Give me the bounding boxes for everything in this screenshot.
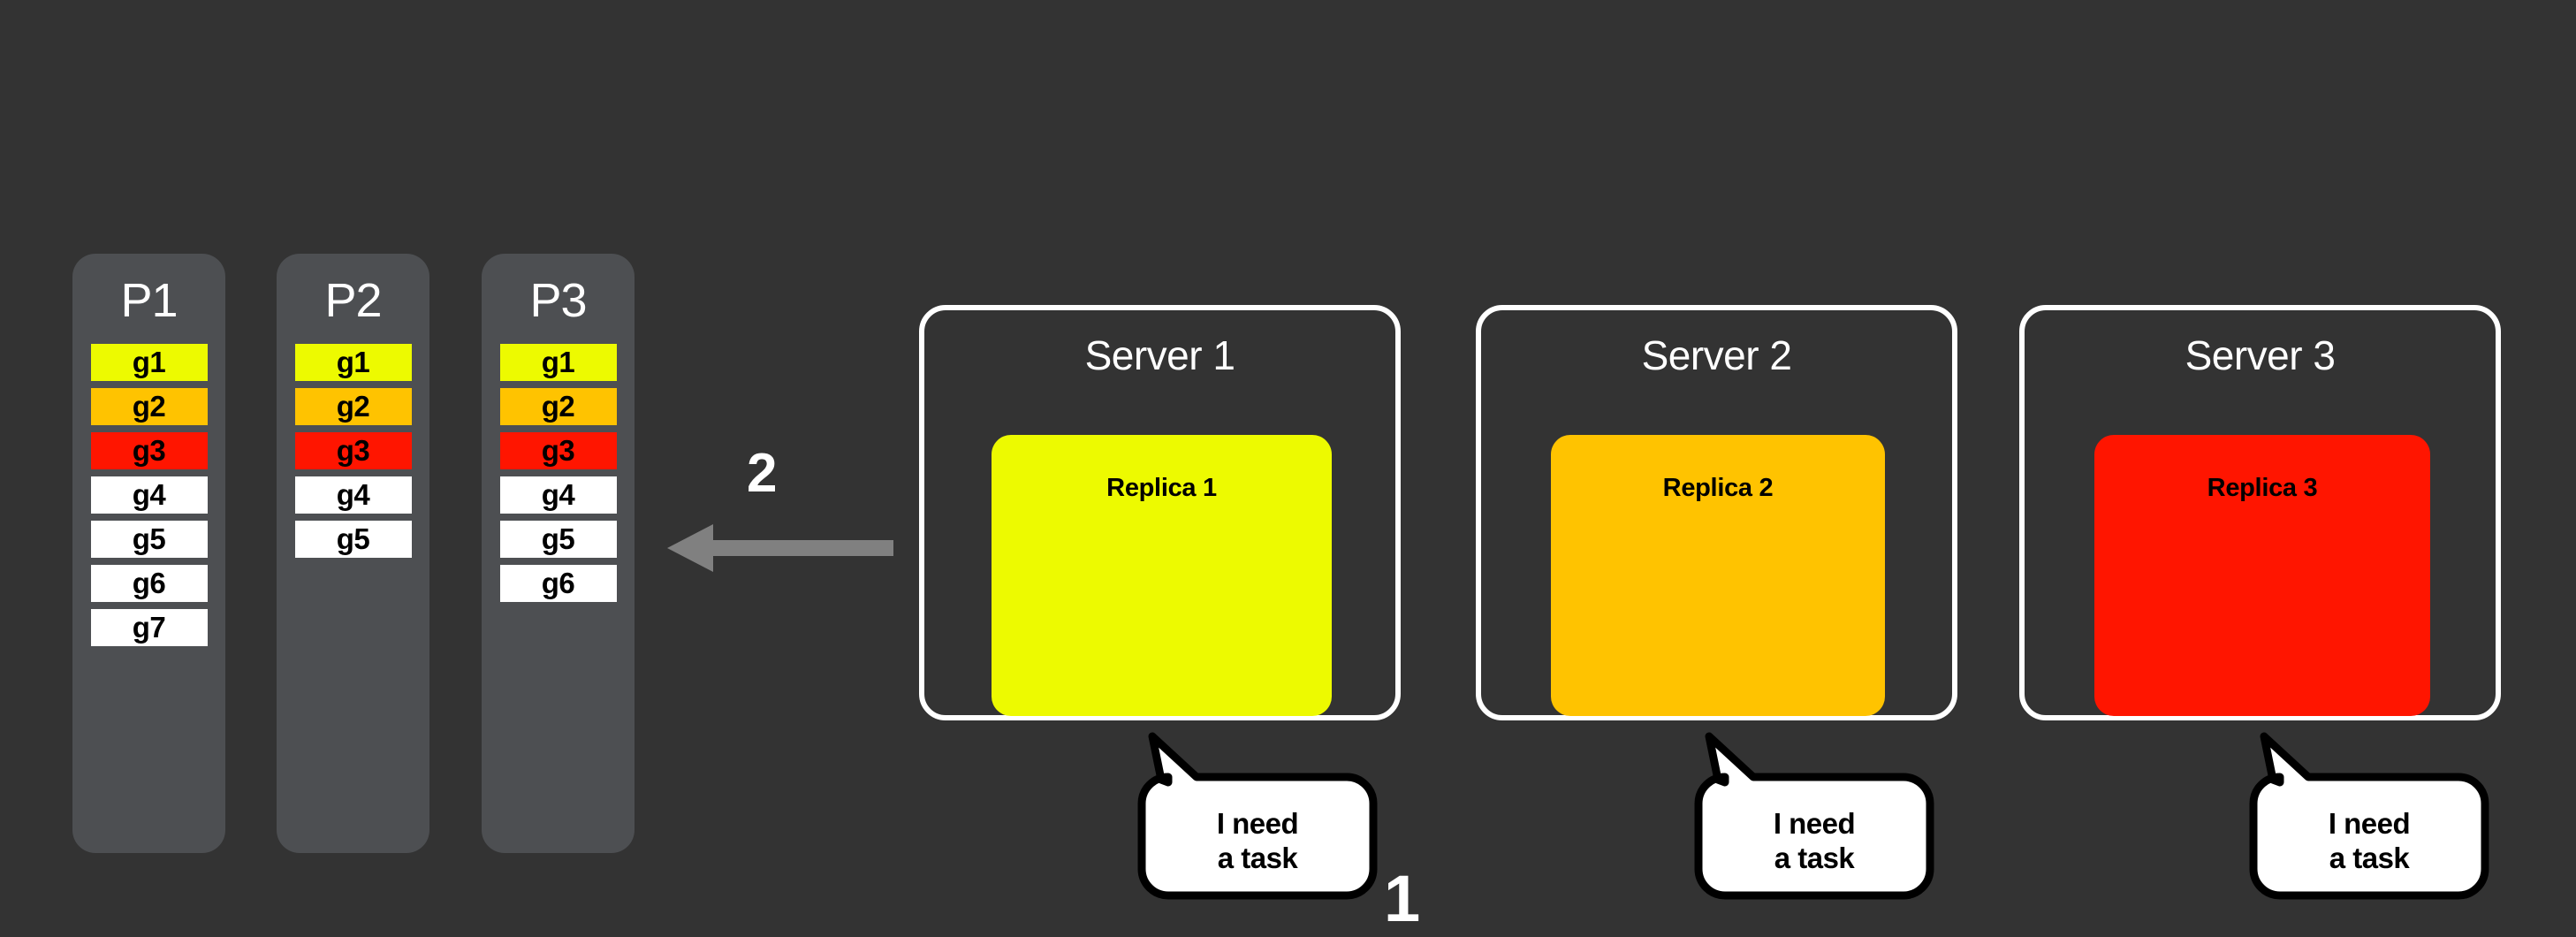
replica-label: Replica 3 (2207, 474, 2318, 502)
server-box-1[interactable]: Server 1 (919, 305, 1401, 720)
replica-label: Replica 2 (1662, 474, 1774, 502)
partition-chip[interactable]: g3 (294, 432, 412, 469)
partition-chip[interactable]: g4 (499, 476, 617, 514)
replica-label: Replica 1 (1106, 474, 1217, 502)
partition-chip[interactable]: g2 (294, 388, 412, 425)
speech-bubble-shape (1694, 732, 1934, 900)
server-box-3[interactable]: Server 3 (2019, 305, 2501, 720)
partition-column-p2[interactable]: P2 g1 g2 g3 g4 g5 (277, 254, 429, 853)
partition-chip[interactable]: g3 (499, 432, 617, 469)
partition-title: P3 (529, 274, 587, 327)
replica-box-1[interactable]: Replica 1 (992, 435, 1332, 716)
server-title: Server 2 (1641, 332, 1792, 378)
server-title: Server 1 (1084, 332, 1235, 378)
partition-chip-list: g1 g2 g3 g4 g5 g6 g7 (90, 344, 208, 673)
speech-bubble-shape (1137, 732, 1378, 900)
replica-box-2[interactable]: Replica 2 (1551, 435, 1885, 716)
partition-chip[interactable]: g1 (294, 344, 412, 381)
partition-column-p3[interactable]: P3 g1 g2 g3 g4 g5 g6 (482, 254, 635, 853)
speech-bubble-line-2: a task (1774, 841, 1855, 874)
partition-chip[interactable]: g4 (294, 476, 412, 514)
speech-bubble-line-1: I need (1216, 807, 1299, 840)
replica-box-3[interactable]: Replica 3 (2094, 435, 2430, 716)
server-box-2[interactable]: Server 2 (1476, 305, 1957, 720)
speech-bubble-line-1: I need (1773, 807, 1856, 840)
partition-chip-list: g1 g2 g3 g4 g5 (294, 344, 412, 584)
speech-bubble-line-1: I need (2328, 807, 2411, 840)
flow-arrow-group: 2 (667, 443, 897, 572)
step-2-label: 2 (747, 443, 778, 504)
speech-bubble-line-2: a task (1217, 841, 1298, 874)
partition-column-p1[interactable]: P1 g1 g2 g3 g4 g5 g6 g7 (72, 254, 225, 853)
partition-chip[interactable]: g6 (499, 565, 617, 602)
partition-title: P1 (120, 274, 178, 327)
speech-bubble-line-2: a task (2329, 841, 2410, 874)
partition-chip[interactable]: g2 (499, 388, 617, 425)
partition-chip[interactable]: g2 (90, 388, 208, 425)
partition-chip[interactable]: g7 (90, 609, 208, 646)
server-title: Server 3 (2185, 332, 2336, 378)
partition-chip[interactable]: g3 (90, 432, 208, 469)
step-1-label: 1 (1384, 862, 1421, 935)
partition-chip[interactable]: g5 (499, 521, 617, 558)
partition-chip[interactable]: g4 (90, 476, 208, 514)
arrow-left-icon (667, 524, 893, 572)
partition-chip[interactable]: g6 (90, 565, 208, 602)
partition-chip[interactable]: g5 (294, 521, 412, 558)
partition-chip[interactable]: g5 (90, 521, 208, 558)
partition-chip-list: g1 g2 g3 g4 g5 g6 (499, 344, 617, 628)
speech-bubble-shape (2249, 732, 2489, 900)
partition-title: P2 (324, 274, 382, 327)
partition-chip[interactable]: g1 (499, 344, 617, 381)
partition-chip[interactable]: g1 (90, 344, 208, 381)
